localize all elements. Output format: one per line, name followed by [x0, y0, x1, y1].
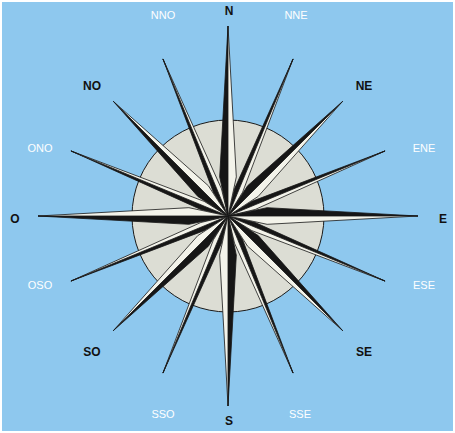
ray-light-half	[228, 26, 236, 216]
ray-light-half	[113, 216, 228, 331]
direction-label: SSO	[151, 409, 174, 420]
direction-label: E	[439, 213, 447, 225]
direction-label: ONO	[27, 143, 52, 154]
rose-rays	[38, 26, 418, 406]
ray-light-half	[113, 101, 228, 216]
direction-label: ESE	[413, 280, 435, 291]
ray-dark-half	[228, 216, 236, 406]
ray-dark-half	[220, 26, 228, 216]
direction-label: NNE	[284, 10, 307, 21]
direction-label: NO	[83, 80, 101, 92]
ray-dark-half	[38, 216, 228, 224]
ray-light-half	[38, 208, 228, 216]
ray-dark-half	[228, 208, 418, 216]
direction-label: N	[225, 5, 234, 17]
direction-label: SE	[356, 346, 372, 358]
ray-dark-half	[113, 101, 228, 216]
direction-label: NNO	[151, 10, 175, 21]
direction-label: SSE	[289, 409, 311, 420]
ray-light-half	[228, 101, 343, 216]
ray-light-half	[220, 216, 228, 406]
direction-label: O	[10, 213, 19, 225]
direction-label: OSO	[28, 280, 52, 291]
ray-dark-half	[228, 216, 343, 331]
ray-dark-half	[113, 216, 228, 331]
ray-light-half	[228, 216, 418, 224]
ray-light-half	[228, 216, 343, 331]
ray-dark-half	[228, 101, 343, 216]
direction-label: ENE	[413, 143, 436, 154]
direction-label: SO	[83, 346, 100, 358]
direction-label: S	[225, 415, 233, 427]
direction-label: NE	[356, 80, 373, 92]
